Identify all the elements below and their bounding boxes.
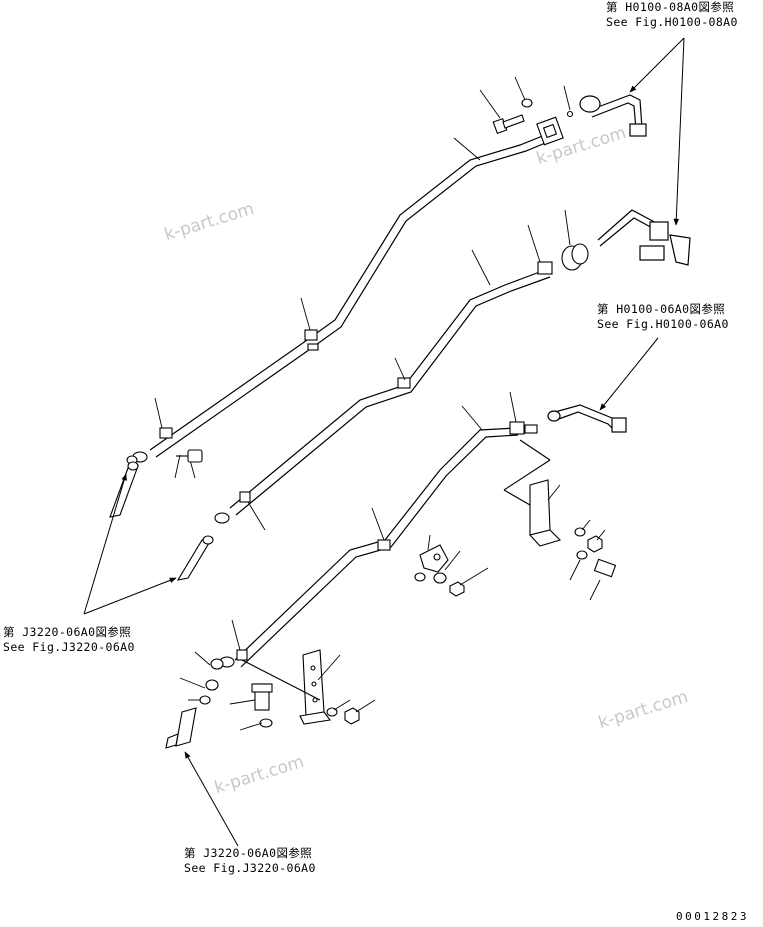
pipe-elbow-mid-right — [597, 209, 691, 266]
reference-en: See Fig.H0100-06A0 — [597, 317, 729, 331]
reference-jp: 第 H0100-08A0図参照 — [606, 0, 735, 14]
reference-arrows — [83, 37, 685, 847]
pipe-2-leaders — [247, 209, 571, 531]
bottom-leaders — [179, 651, 376, 731]
hose-fittings-left — [109, 461, 214, 581]
pipe-2-fittings — [214, 243, 589, 524]
reference-jp: 第 J3220-06A0図参照 — [3, 625, 132, 639]
bracket-right — [503, 439, 617, 578]
reference-j3220-bottom: 第 J3220-06A0図参照 See Fig.J3220-06A0 — [184, 846, 316, 876]
clamp-parts — [414, 544, 465, 597]
pipe-elbow-lower-right — [547, 404, 627, 433]
pipe-3-leaders — [231, 391, 606, 651]
bottom-fittings — [165, 658, 224, 749]
pipe-elbow-top-right — [579, 94, 647, 137]
reference-jp: 第 H0100-06A0図参照 — [597, 302, 726, 316]
pipe-3-fittings — [219, 421, 538, 668]
reference-j3220-left: 第 J3220-06A0図参照 See Fig.J3220-06A0 — [3, 625, 135, 655]
reference-h0100-08a0: 第 H0100-08A0図参照 See Fig.H0100-08A0 — [606, 0, 738, 30]
reference-h0100-06a0: 第 H0100-06A0図参照 See Fig.H0100-06A0 — [597, 302, 729, 332]
elbow-fitting-small — [176, 449, 203, 463]
bolt-top — [492, 98, 574, 135]
reference-en: See Fig.H0100-08A0 — [606, 15, 738, 29]
hydraulic-pipe-2 — [229, 269, 551, 516]
hydraulic-pipe-3 — [234, 427, 519, 668]
reference-en: See Fig.J3220-06A0 — [3, 640, 135, 654]
reference-jp: 第 J3220-06A0図参照 — [184, 846, 313, 860]
drawing-code: 00012823 — [676, 910, 749, 923]
bracket-bottom — [241, 649, 360, 728]
reference-en: See Fig.J3220-06A0 — [184, 861, 316, 875]
hydraulic-pipe-1 — [149, 134, 551, 458]
pipe-1-leaders — [154, 76, 571, 479]
